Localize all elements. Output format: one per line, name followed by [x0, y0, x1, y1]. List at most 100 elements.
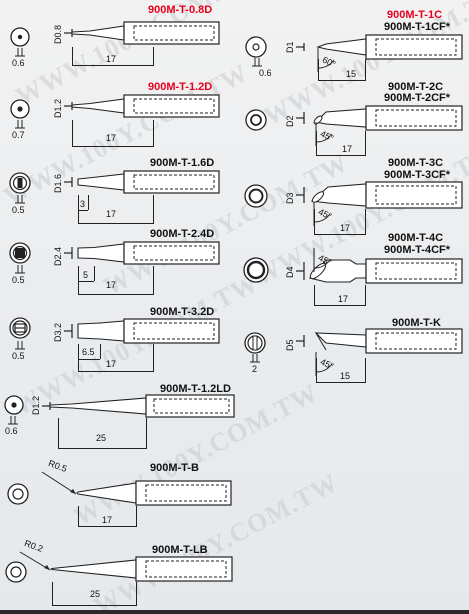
model-label: 900M-T-K	[392, 317, 441, 329]
dim-line	[146, 418, 147, 448]
dim-line	[78, 281, 94, 282]
dim-line	[78, 294, 154, 295]
tip-front-view-icon	[9, 242, 31, 264]
dim-line	[88, 195, 89, 210]
tip-side-view	[296, 34, 463, 60]
dim-line	[72, 65, 154, 66]
dim-line	[52, 582, 53, 605]
radius-leader	[41, 471, 77, 495]
model-alt-label: 900M-T-4CF*	[384, 244, 451, 256]
front-size: 0.5	[12, 351, 25, 361]
front-size: 2	[252, 364, 258, 374]
dim-line	[316, 382, 366, 383]
model-label: 900M-T-LB	[152, 544, 208, 556]
front-size-dim-icon	[15, 120, 25, 129]
inner-length: 6.5	[82, 347, 95, 357]
length: 17	[102, 515, 113, 525]
diameter-label: D1	[285, 41, 295, 53]
tip-front-view-icon	[245, 109, 267, 131]
dim-line	[100, 344, 101, 359]
front-size: 0.6	[5, 426, 18, 436]
model-label: 900M-T-1C	[387, 9, 443, 21]
length: 25	[96, 433, 107, 443]
front-size-dim-icon	[252, 58, 262, 67]
model-alt-label: 900M-T-1CF*	[384, 21, 451, 33]
tip-side-view	[50, 556, 233, 582]
front-size: 0.5	[12, 275, 25, 285]
bottom-border	[0, 610, 469, 614]
model-label: 900M-T-1.6D	[150, 157, 215, 169]
dim-line	[153, 47, 154, 65]
dim-line	[314, 285, 315, 305]
diameter-label: D4	[285, 266, 295, 278]
dim-line	[58, 448, 147, 449]
length: 17	[106, 359, 117, 369]
dim-line	[136, 582, 137, 605]
dim-line	[78, 506, 79, 526]
dim-line	[153, 120, 154, 146]
diameter-label: D5	[285, 339, 295, 351]
tip-front-view-icon	[244, 332, 266, 354]
tip-side-view	[296, 258, 463, 284]
tip-front-view-icon	[10, 27, 30, 47]
dim-line	[78, 195, 79, 223]
dim-line	[314, 305, 366, 306]
radius-leader	[19, 551, 51, 571]
tip-side-view	[76, 480, 232, 506]
front-size-dim-icon	[250, 354, 260, 363]
dim-line	[365, 209, 366, 234]
length: 17	[342, 144, 353, 154]
dim-line	[52, 605, 137, 606]
dim-line	[72, 146, 154, 147]
tip-front-view-icon	[245, 36, 267, 58]
front-size-dim-icon	[8, 416, 18, 425]
model-label: 900M-T-3.2D	[150, 306, 215, 318]
front-size-dim-icon	[15, 195, 25, 204]
model-label: 900M-T-4C	[388, 232, 444, 244]
front-size: 0.5	[12, 205, 25, 215]
tip-front-view-icon	[10, 99, 30, 119]
dim-line	[58, 418, 59, 448]
dim-line	[78, 266, 79, 294]
dim-line	[316, 358, 317, 382]
front-size: 0.7	[12, 130, 25, 140]
inner-length: 5	[83, 270, 89, 280]
dim-line	[318, 59, 319, 80]
front-size: 0.6	[259, 68, 272, 78]
dim-line	[78, 223, 154, 224]
length: 17	[338, 294, 349, 304]
model-alt-label: 900M-T-2CF*	[384, 92, 451, 104]
tip-front-view-icon	[4, 395, 24, 415]
length: 17	[340, 223, 351, 233]
front-size: 0.6	[12, 58, 25, 68]
tip-front-view-icon	[9, 172, 31, 194]
dim-line	[136, 506, 137, 526]
length: 17	[106, 54, 117, 64]
tip-side-view	[296, 328, 463, 354]
model-label: 900M-T-2.4D	[150, 228, 215, 240]
diameter-label: D1.2	[53, 98, 63, 118]
dim-line	[316, 131, 317, 155]
tip-front-view-icon	[9, 317, 31, 339]
dim-line	[78, 210, 88, 211]
length: 15	[340, 371, 351, 381]
dim-line	[78, 359, 100, 360]
tip-side-view	[42, 394, 235, 418]
dim-line	[318, 80, 366, 81]
diameter-label: D2.4	[53, 246, 63, 266]
front-size-dim-icon	[15, 341, 25, 350]
tip-side-view	[296, 181, 463, 209]
diameter-label: D2	[285, 115, 295, 127]
diameter-label: D3.2	[53, 322, 63, 342]
length: 15	[346, 69, 357, 79]
length: 17	[106, 280, 117, 290]
dim-line	[314, 209, 315, 234]
dim-line	[78, 526, 137, 527]
length: 17	[106, 133, 117, 143]
dim-line	[316, 155, 366, 156]
length: 17	[106, 209, 117, 219]
diameter-label: D3	[285, 192, 295, 204]
dim-line	[365, 285, 366, 305]
dim-line	[153, 266, 154, 294]
model-label: 900M-T-2C	[388, 81, 444, 93]
